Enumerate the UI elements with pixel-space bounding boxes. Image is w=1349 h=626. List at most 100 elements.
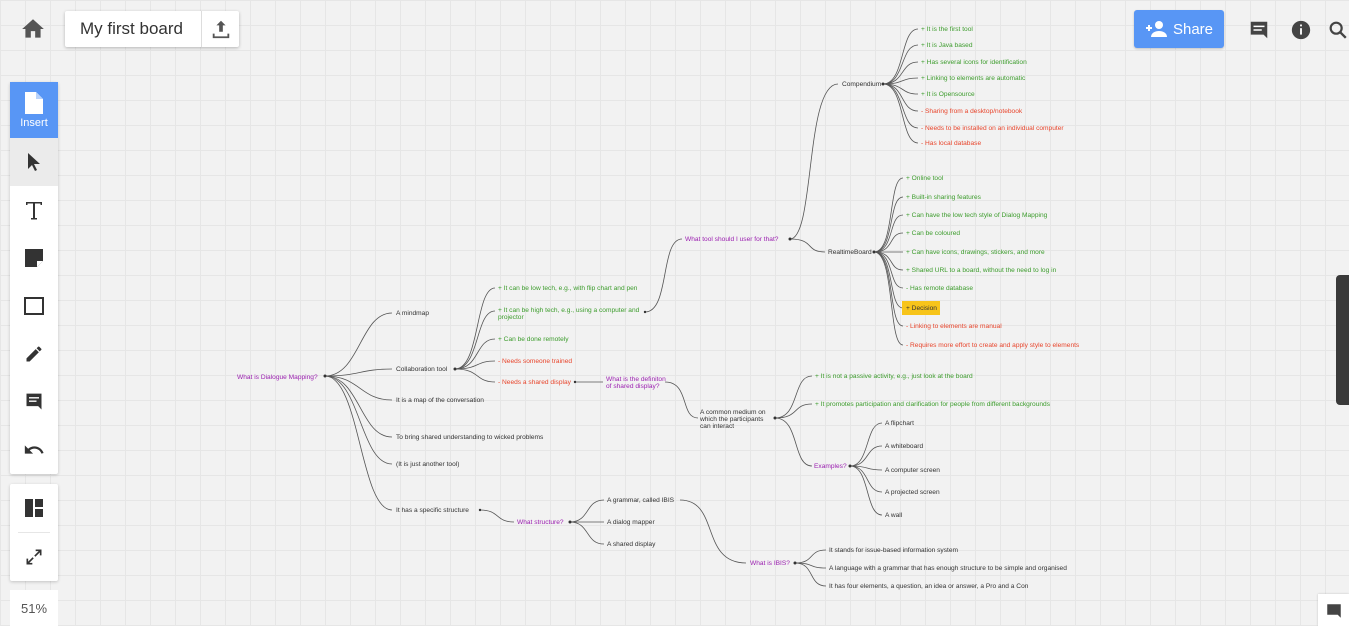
node-remotely[interactable]: + Can be done remotely	[498, 336, 569, 343]
side-panel-toggle[interactable]	[1336, 275, 1349, 405]
chat-icon	[1327, 604, 1341, 618]
node-compendium-pro-3[interactable]: + Has several icons for identification	[921, 59, 1027, 66]
node-definition-question[interactable]: What is the definiton	[606, 376, 666, 383]
node-ibis-stands-for[interactable]: It stands for issue-based information sy…	[829, 547, 959, 554]
node-shared-display[interactable]: A shared display	[607, 541, 656, 548]
node-decision[interactable]: + Decision	[906, 305, 937, 312]
node-rtb-pro-5[interactable]: + Can have icons, drawings, stickers, an…	[906, 249, 1045, 256]
node-what-structure-question[interactable]: What structure?	[517, 519, 564, 526]
node-high-tech[interactable]: + It can be high tech, e.g., using a com…	[498, 307, 640, 314]
expand-icon	[26, 549, 42, 565]
node-promotes-participation[interactable]: + It promotes participation and clarific…	[815, 401, 1051, 408]
undo-button[interactable]	[10, 426, 58, 474]
search-icon	[1329, 21, 1347, 39]
pen-icon	[26, 346, 42, 362]
node-rtb-con-1[interactable]: - Linking to elements are manual	[906, 323, 1002, 330]
share-button[interactable]: Share	[1134, 10, 1224, 48]
node-example-3[interactable]: A computer screen	[885, 467, 940, 474]
node-compendium-con-2[interactable]: - Needs to be installed on an individual…	[921, 125, 1064, 132]
board-title-panel: My first board	[65, 11, 239, 47]
node-needs-trained[interactable]: - Needs someone trained	[498, 358, 572, 365]
share-label: Share	[1172, 20, 1214, 38]
comments-button[interactable]	[1248, 19, 1270, 41]
node-rtb-pro-1[interactable]: + Online tool	[906, 175, 944, 182]
node-not-passive[interactable]: + It is not a passive activity, e.g., ju…	[815, 373, 973, 380]
node-common-medium-line2[interactable]: which the participants	[699, 416, 764, 423]
node-common-medium[interactable]: A common medium on	[700, 409, 766, 416]
node-another-tool[interactable]: (It is just another tool)	[396, 461, 459, 468]
fit-to-screen-button[interactable]	[10, 533, 58, 581]
node-examples-question[interactable]: Examples?	[814, 463, 847, 470]
node-ibis-language[interactable]: A language with a grammar that has enoug…	[829, 565, 1067, 572]
info-button[interactable]	[1290, 19, 1312, 41]
node-what-tool-question[interactable]: What tool should I user for that?	[685, 236, 779, 243]
node-example-4[interactable]: A projected screen	[885, 489, 940, 496]
node-grammar-ibis[interactable]: A grammar, called IBIS	[607, 497, 675, 504]
chat-button[interactable]	[1318, 594, 1349, 626]
node-rtb-pro-3[interactable]: + Can have the low tech style of Dialog …	[906, 212, 1048, 219]
node-dialog-mapper[interactable]: A dialog mapper	[607, 519, 655, 526]
decision-highlight	[902, 301, 940, 315]
node-compendium[interactable]: Compendium	[842, 81, 882, 88]
comment-list-icon	[1250, 21, 1268, 39]
sticky-note-tool[interactable]	[10, 234, 58, 282]
undo-icon	[24, 445, 44, 454]
node-collaboration-tool[interactable]: Collaboration tool	[396, 366, 448, 373]
export-button[interactable]	[201, 11, 239, 47]
layout-icon	[25, 499, 43, 517]
node-common-medium-line3[interactable]: can interact	[700, 423, 734, 430]
home-icon	[22, 19, 44, 38]
shape-tool[interactable]	[10, 282, 58, 330]
node-compendium-pro-5[interactable]: + It is Opensource	[921, 91, 975, 98]
info-icon	[1291, 20, 1311, 40]
node-realtimeboard[interactable]: RealtimeBoard	[828, 249, 872, 256]
text-tool[interactable]	[10, 186, 58, 234]
left-toolbar-secondary	[10, 484, 58, 581]
left-toolbar: Insert	[10, 82, 58, 474]
node-compendium-pro-4[interactable]: + Linking to elements are automatic	[921, 75, 1026, 82]
node-ibis-four-elements[interactable]: It has four elements, a question, an ide…	[829, 583, 1029, 590]
connector-dots	[323, 82, 885, 565]
pen-tool[interactable]	[10, 330, 58, 378]
node-example-1[interactable]: A flipchart	[885, 420, 914, 427]
node-example-5[interactable]: A wall	[885, 512, 903, 519]
node-compendium-con-3[interactable]: - Has local database	[921, 140, 981, 147]
node-rtb-con-2[interactable]: - Requires more effort to create and app…	[906, 342, 1080, 349]
node-needs-shared-display[interactable]: - Needs a shared display	[498, 379, 572, 386]
node-definition-question-line2[interactable]: of shared display?	[606, 383, 660, 390]
node-a-mindmap[interactable]: A mindmap	[396, 310, 429, 317]
home-button[interactable]	[20, 16, 46, 42]
node-shared-understanding[interactable]: To bring shared understanding to wicked …	[396, 434, 544, 441]
node-root-question[interactable]: What is Dialogue Mapping?	[237, 374, 318, 381]
node-example-2[interactable]: A whiteboard	[885, 443, 923, 450]
node-high-tech-line2[interactable]: projector	[498, 314, 524, 321]
board-title[interactable]: My first board	[80, 19, 183, 38]
node-specific-structure[interactable]: It has a specific structure	[396, 507, 469, 514]
text-icon	[26, 202, 42, 220]
node-rtb-pro-7[interactable]: - Has remote database	[906, 285, 973, 292]
upload-icon	[212, 20, 229, 39]
comment-icon	[26, 393, 42, 410]
comment-tool[interactable]	[10, 378, 58, 426]
node-rtb-pro-2[interactable]: + Built-in sharing features	[906, 194, 982, 201]
node-rtb-pro-6[interactable]: + Shared URL to a board, without the nee…	[906, 267, 1057, 274]
insert-button[interactable]: Insert	[10, 82, 58, 138]
add-user-icon	[1145, 21, 1167, 37]
sticky-note-icon	[25, 249, 43, 267]
cursor-icon	[28, 153, 40, 171]
frames-button[interactable]	[10, 484, 58, 532]
connector-lines	[324, 28, 919, 587]
select-tool[interactable]	[10, 138, 58, 186]
rectangle-icon	[24, 297, 44, 315]
search-button[interactable]	[1327, 19, 1349, 41]
zoom-level[interactable]: 51%	[10, 590, 58, 626]
node-rtb-pro-4[interactable]: + Can be coloured	[906, 230, 960, 237]
node-what-is-ibis-question[interactable]: What is IBIS?	[750, 560, 790, 567]
node-map-of-conversation[interactable]: It is a map of the conversation	[396, 397, 484, 404]
node-compendium-pro-1[interactable]: + It is the first tool	[921, 26, 973, 33]
node-low-tech[interactable]: + It can be low tech, e.g., with flip ch…	[498, 285, 638, 292]
node-compendium-pro-2[interactable]: + It is Java based	[921, 42, 973, 49]
node-compendium-con-1[interactable]: - Sharing from a desktop/notebook	[921, 108, 1023, 115]
